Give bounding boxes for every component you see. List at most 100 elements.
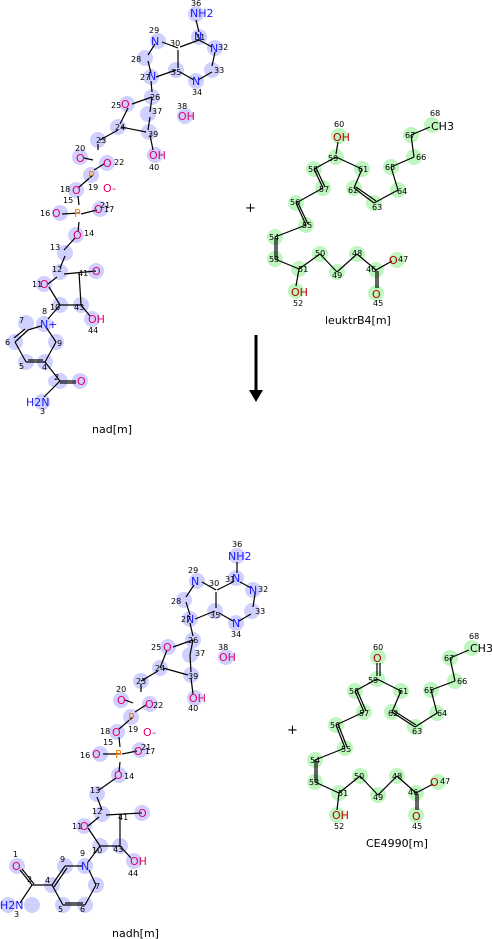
nad-h2n-label: H2N xyxy=(26,396,50,409)
svg-text:30: 30 xyxy=(170,39,180,48)
svg-text:66: 66 xyxy=(457,677,467,686)
svg-text:67: 67 xyxy=(405,131,415,140)
nadh-o22-label: O xyxy=(145,698,154,711)
nadh-o16-label: O xyxy=(92,748,101,761)
nadh-o42-label: O xyxy=(138,807,147,820)
svg-text:23: 23 xyxy=(96,136,106,145)
svg-text:54: 54 xyxy=(310,756,320,765)
svg-text:8: 8 xyxy=(42,307,47,316)
svg-text:5: 5 xyxy=(19,362,24,371)
svg-text:38: 38 xyxy=(218,643,228,652)
svg-text:60: 60 xyxy=(334,120,344,129)
svg-text:9: 9 xyxy=(80,849,85,858)
svg-text:34: 34 xyxy=(231,630,241,639)
svg-text:48: 48 xyxy=(352,249,362,258)
svg-text:51: 51 xyxy=(298,265,308,274)
svg-text:56: 56 xyxy=(290,198,300,207)
svg-text:55: 55 xyxy=(341,745,351,754)
svg-text:6: 6 xyxy=(5,338,10,347)
nad-p21-label: P xyxy=(88,169,95,182)
svg-text:14: 14 xyxy=(84,229,94,238)
svg-text:66: 66 xyxy=(416,153,426,162)
nad-o14-label: O xyxy=(73,229,82,242)
ce-highlights xyxy=(307,640,480,823)
ce-o47-label: O xyxy=(430,776,439,789)
svg-text:7: 7 xyxy=(95,882,100,891)
svg-text:64: 64 xyxy=(437,709,447,718)
svg-text:29: 29 xyxy=(149,26,159,35)
svg-text:62: 62 xyxy=(388,709,398,718)
svg-text:12: 12 xyxy=(92,807,102,816)
svg-text:3: 3 xyxy=(14,910,19,919)
nad-o11-label: O xyxy=(40,278,49,291)
nadh-o14-label: O xyxy=(114,769,123,782)
nad-bonds xyxy=(13,19,216,398)
svg-text:2: 2 xyxy=(54,373,59,382)
svg-text:16: 16 xyxy=(80,751,90,760)
svg-text:27: 27 xyxy=(140,73,150,82)
nad-o25-label: O xyxy=(121,98,130,111)
svg-text:53: 53 xyxy=(309,778,319,787)
nadh-o20-label: O xyxy=(117,694,126,707)
svg-text:25: 25 xyxy=(111,101,121,110)
svg-text:40: 40 xyxy=(188,704,198,713)
nad-o16-label: O xyxy=(52,207,61,220)
svg-text:2: 2 xyxy=(27,875,32,884)
svg-text:60: 60 xyxy=(373,643,383,652)
svg-text:10: 10 xyxy=(50,303,60,312)
svg-text:32: 32 xyxy=(258,585,268,594)
svg-text:41: 41 xyxy=(118,813,128,822)
leuk-o45-label: O xyxy=(372,288,381,301)
ce-o45-label: O xyxy=(412,810,421,823)
svg-text:11: 11 xyxy=(72,822,82,831)
svg-text:22: 22 xyxy=(114,158,124,167)
svg-text:50: 50 xyxy=(315,249,325,258)
nad-o42-label: O xyxy=(92,265,101,278)
nad-highlights xyxy=(7,6,223,410)
svg-text:35: 35 xyxy=(171,68,181,77)
nadh-o18-label: O xyxy=(112,726,121,739)
nad-o22-label: O xyxy=(103,157,112,170)
svg-text:68: 68 xyxy=(430,109,440,118)
svg-text:20: 20 xyxy=(75,144,85,153)
nadh-o19-label: O- xyxy=(143,726,156,739)
ce-ch3-label: CH3 xyxy=(470,642,492,655)
nad-o1-label: O xyxy=(77,375,86,388)
svg-text:25: 25 xyxy=(151,643,161,652)
svg-text:6: 6 xyxy=(80,905,85,914)
nadh-n32-label: N xyxy=(249,584,257,597)
svg-text:65: 65 xyxy=(424,686,434,695)
svg-text:43: 43 xyxy=(74,303,84,312)
plus-sign-products: + xyxy=(287,723,298,738)
nad-o20-label: O xyxy=(76,152,85,165)
svg-text:59: 59 xyxy=(328,154,338,163)
svg-text:5: 5 xyxy=(58,905,63,914)
svg-text:39: 39 xyxy=(188,672,198,681)
svg-text:58: 58 xyxy=(308,165,318,174)
svg-text:11: 11 xyxy=(32,280,42,289)
svg-text:15: 15 xyxy=(63,196,73,205)
svg-text:57: 57 xyxy=(359,709,369,718)
nad-n34-label: N xyxy=(192,75,200,88)
svg-text:24: 24 xyxy=(115,123,125,132)
svg-text:55: 55 xyxy=(302,221,312,230)
svg-text:27: 27 xyxy=(181,615,191,624)
nadh-n31-label: N xyxy=(232,572,240,585)
svg-text:51: 51 xyxy=(338,789,348,798)
nad-n8-label: N+ xyxy=(40,318,57,331)
svg-text:14: 14 xyxy=(124,772,134,781)
svg-text:40: 40 xyxy=(149,163,159,172)
nadh-o17-label: O xyxy=(134,745,143,758)
svg-text:48: 48 xyxy=(392,772,402,781)
svg-text:43: 43 xyxy=(113,845,123,854)
svg-text:44: 44 xyxy=(128,869,138,878)
svg-text:61: 61 xyxy=(398,687,408,696)
reaction-arrow xyxy=(249,335,263,402)
svg-text:13: 13 xyxy=(90,786,100,795)
nad-oh40-label: OH xyxy=(149,149,166,162)
nadh-n34-label: N xyxy=(232,617,240,630)
svg-text:38: 38 xyxy=(177,102,187,111)
nad-oh44-label: OH xyxy=(88,313,105,326)
nadh-molecule: NH2 N N N N N O OH OH O O P O- O P O O O… xyxy=(0,540,268,939)
